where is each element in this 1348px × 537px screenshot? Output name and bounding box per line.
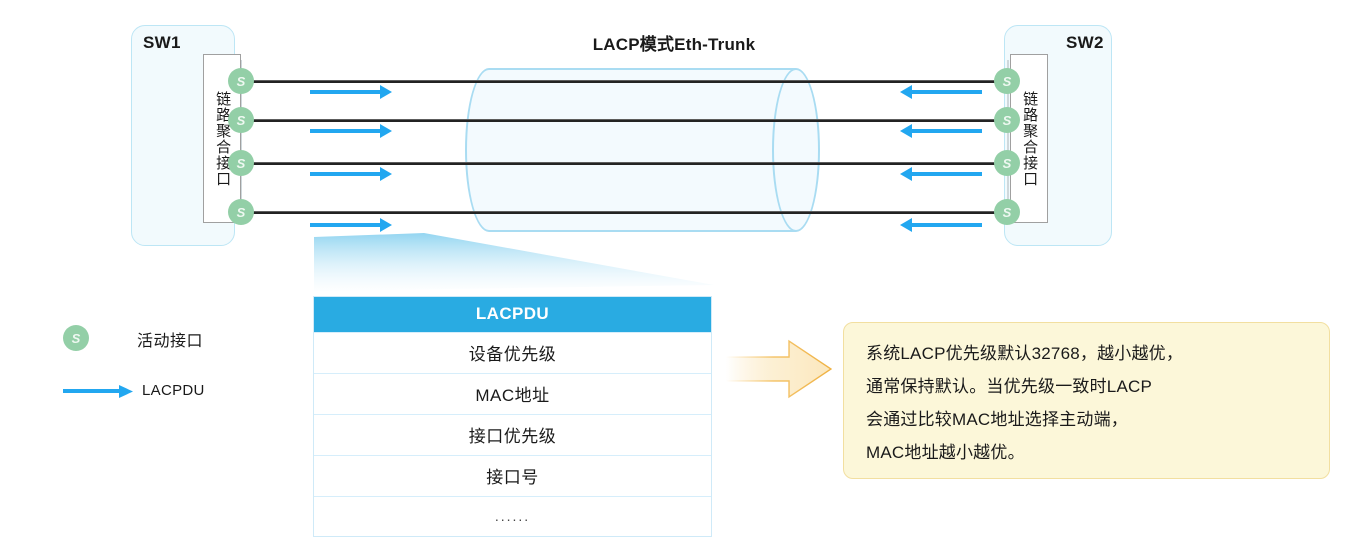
diagram-title: LACP模式Eth-Trunk: [592, 35, 756, 54]
arrow-shaft: [310, 223, 380, 227]
lacpdu-arrow-sw1-to-sw2-1: [310, 85, 392, 99]
lacpdu-arrow-sw2-to-sw1-2: [900, 124, 982, 138]
sw2-interface-spine: [1007, 60, 1009, 220]
sw2-aggregation-module-label: 链路聚合接口: [1021, 90, 1039, 187]
arrow-shaft: [912, 90, 982, 94]
eth-trunk-cylinder: [465, 68, 820, 232]
arrow-head-left-icon: [900, 124, 912, 138]
arrow-head-left-icon: [900, 85, 912, 99]
sw1-active-interface-node-1: S: [228, 68, 254, 94]
link-line-3: [253, 162, 998, 165]
sw1-aggregation-module-label: 链路聚合接口: [214, 90, 232, 187]
switch-sw2-label: SW2: [1066, 33, 1104, 52]
legend-active-interface-label: 活动接口: [137, 333, 204, 350]
arrow-head-right-icon: [380, 167, 392, 181]
sw1-active-interface-node-3: S: [228, 150, 254, 176]
eth-trunk-cylinder-body: [489, 68, 796, 232]
link-line-4: [253, 211, 998, 214]
legend-item-lacpdu: LACPDU: [63, 379, 283, 409]
lacpdu-arrow-sw2-to-sw1-3: [900, 167, 982, 181]
lacpdu-table-row-mac-address: MAC地址: [314, 373, 711, 414]
lacpdu-callout-funnel: [314, 233, 714, 291]
legend: S 活动接口 LACPDU: [63, 322, 283, 422]
note-line-4: MAC地址越小越优。: [866, 443, 1025, 462]
legend-item-active-interface: S 活动接口: [63, 325, 283, 355]
sw2-active-interface-node-1: S: [994, 68, 1020, 94]
arrow-head-right-icon: [380, 124, 392, 138]
arrow-head-left-icon: [900, 167, 912, 181]
arrow-shaft: [912, 129, 982, 133]
legend-lacpdu-label: LACPDU: [142, 382, 205, 399]
arrow-head-left-icon: [900, 218, 912, 232]
eth-trunk-cylinder-right-cap: [772, 68, 820, 232]
note-line-3: 会通过比较MAC地址选择主动端，: [866, 410, 1128, 429]
sw1-interface-spine: [240, 60, 242, 220]
legend-active-interface-icon: S: [63, 325, 89, 351]
diagram-canvas: SW1 链路聚合接口 SW2 链路聚合接口 LACP模式Eth-Trunk S …: [63, 25, 1330, 537]
switch-sw1-label: SW1: [143, 33, 181, 52]
lacpdu-arrow-sw1-to-sw2-4: [310, 218, 392, 232]
arrow-shaft: [310, 129, 380, 133]
note-line-2: 通常保持默认。当优先级一致时LACP: [866, 377, 1153, 396]
arrow-shaft: [912, 172, 982, 176]
lacpdu-arrow-sw1-to-sw2-2: [310, 124, 392, 138]
arrow-head-right-icon: [380, 218, 392, 232]
note-line-1: 系统LACP优先级默认32768，越小越优，: [866, 344, 1184, 363]
lacpdu-table-header: LACPDU: [314, 297, 711, 332]
lacpdu-arrow-sw2-to-sw1-1: [900, 85, 982, 99]
sw2-active-interface-node-2: S: [994, 107, 1020, 133]
lacpdu-table: LACPDU 设备优先级 MAC地址 接口优先级 接口号 ......: [313, 296, 712, 537]
lacpdu-table-row-more: ......: [314, 496, 711, 536]
legend-lacpdu-arrow-icon: [63, 379, 137, 405]
lacpdu-table-row-interface-number: 接口号: [314, 455, 711, 496]
arrow-shaft: [310, 172, 380, 176]
sw1-active-interface-node-4: S: [228, 199, 254, 225]
legend-s-node-glyph: S: [63, 325, 89, 351]
sw1-active-interface-node-2: S: [228, 107, 254, 133]
lacpdu-arrow-sw1-to-sw2-3: [310, 167, 392, 181]
arrow-shaft: [310, 90, 380, 94]
link-line-1: [253, 80, 998, 83]
arrow-shaft: [912, 223, 982, 227]
arrow-head-right-icon: [380, 85, 392, 99]
transition-arrow-right-icon: [726, 339, 832, 399]
lacpdu-arrow-sw2-to-sw1-4: [900, 218, 982, 232]
lacp-priority-note: 系统LACP优先级默认32768，越小越优， 通常保持默认。当优先级一致时LAC…: [843, 322, 1330, 479]
sw2-active-interface-node-4: S: [994, 199, 1020, 225]
arrow-right-icon: [63, 385, 133, 398]
lacpdu-table-row-interface-priority: 接口优先级: [314, 414, 711, 455]
sw2-active-interface-node-3: S: [994, 150, 1020, 176]
lacpdu-table-row-device-priority: 设备优先级: [314, 332, 711, 373]
link-line-2: [253, 119, 998, 122]
